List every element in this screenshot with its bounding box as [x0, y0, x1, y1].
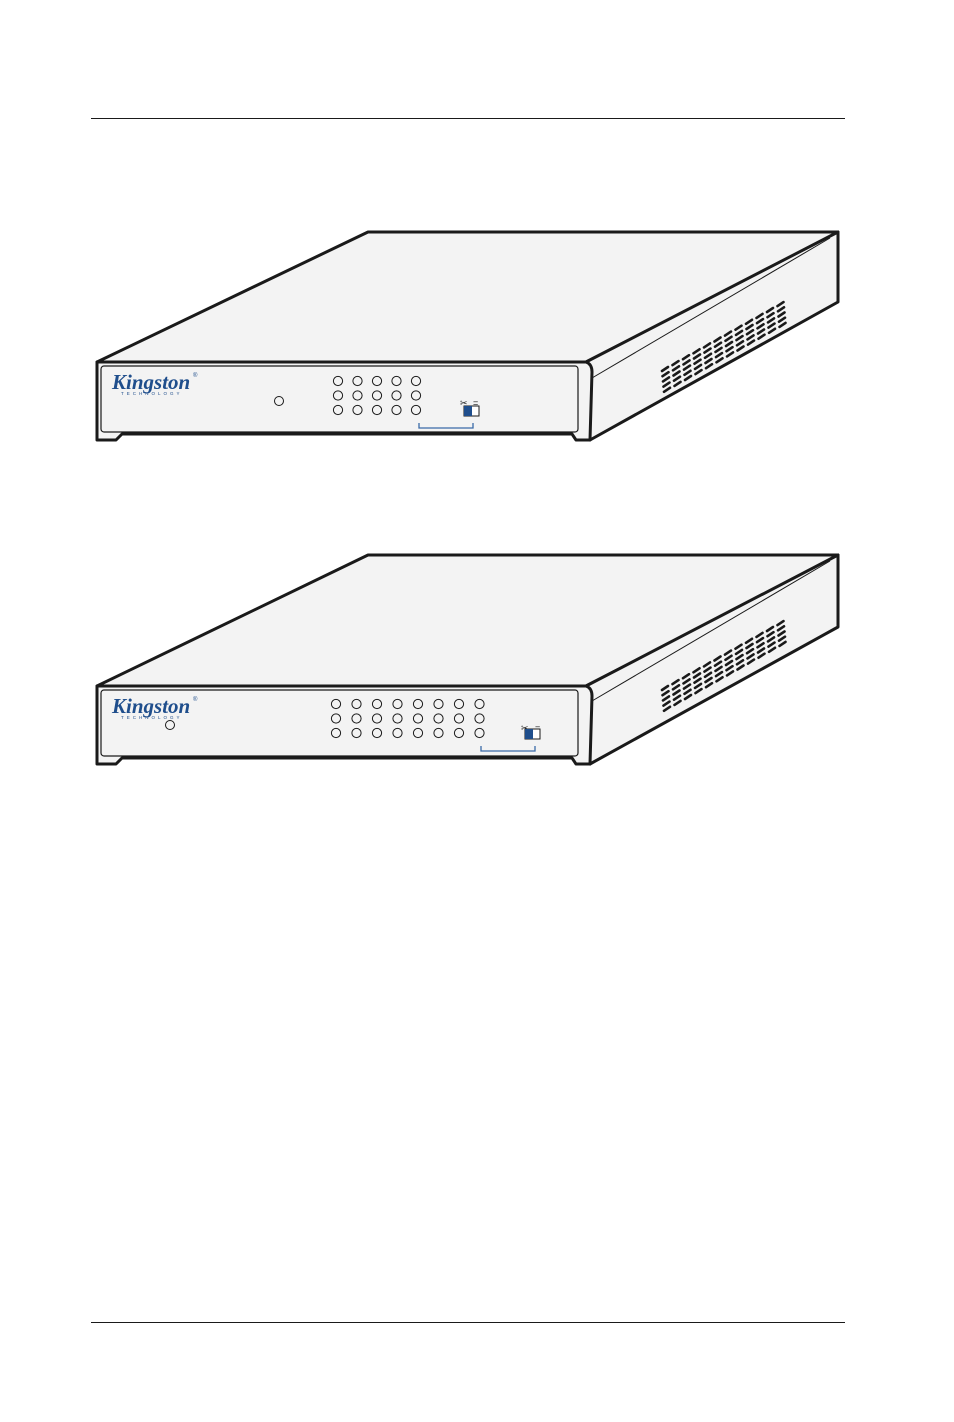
brand-logo: Kingston ® TECHNOLOGY	[111, 694, 198, 720]
header-rule	[91, 118, 845, 119]
brand-logo: Kingston ® TECHNOLOGY	[111, 370, 198, 396]
svg-text:TECHNOLOGY: TECHNOLOGY	[121, 715, 183, 720]
network-hub-illustration: Kingston ® TECHNOLOGY ✂ =	[0, 548, 954, 778]
footer-rule	[91, 1322, 845, 1323]
svg-text:TECHNOLOGY: TECHNOLOGY	[121, 391, 183, 396]
svg-text:®: ®	[193, 696, 198, 703]
svg-text:®: ®	[193, 372, 198, 379]
network-hub-illustration: Kingston ® TECHNOLOGY ✂ =	[0, 225, 954, 455]
